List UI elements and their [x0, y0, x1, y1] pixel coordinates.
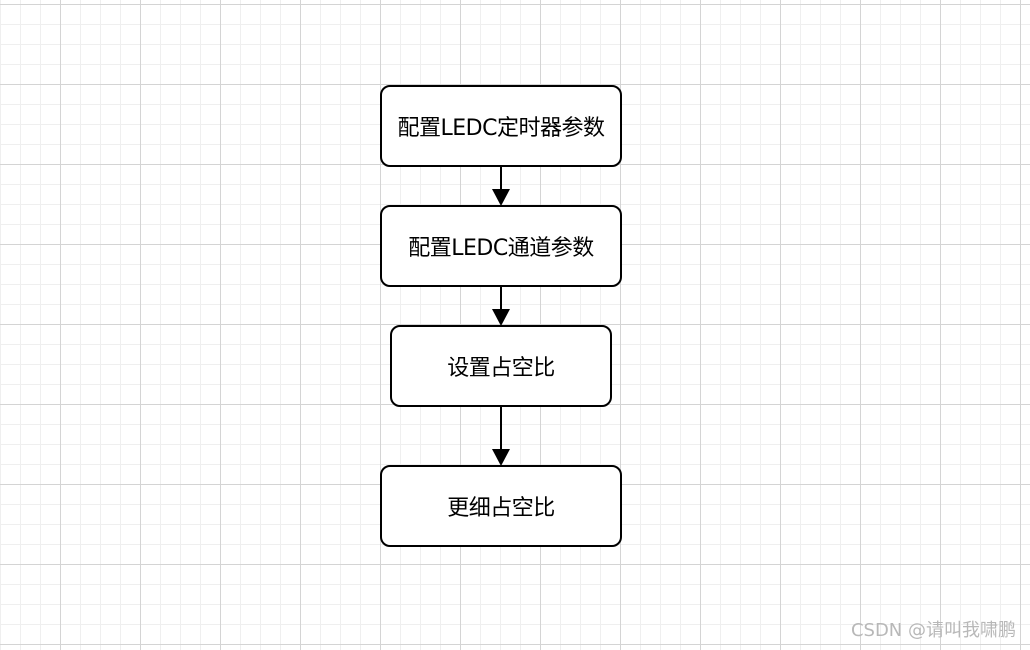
edge-1-to-2	[492, 167, 510, 206]
edge-3-to-4	[492, 407, 510, 466]
node-configure-timer-label: 配置LEDC定时器参数	[397, 116, 605, 141]
node-configure-timer[interactable]: 配置LEDC定时器参数	[380, 85, 622, 167]
node-configure-channel[interactable]: 配置LEDC通道参数	[380, 205, 622, 287]
node-set-duty[interactable]: 设置占空比	[390, 325, 612, 407]
node-configure-channel-label: 配置LEDC通道参数	[408, 236, 594, 261]
node-update-duty-label: 更细占空比	[447, 496, 555, 521]
watermark: CSDN @请叫我啸鹏	[850, 620, 1016, 641]
node-update-duty[interactable]: 更细占空比	[380, 465, 622, 547]
edge-2-to-3	[492, 287, 510, 326]
node-set-duty-label: 设置占空比	[447, 356, 555, 381]
